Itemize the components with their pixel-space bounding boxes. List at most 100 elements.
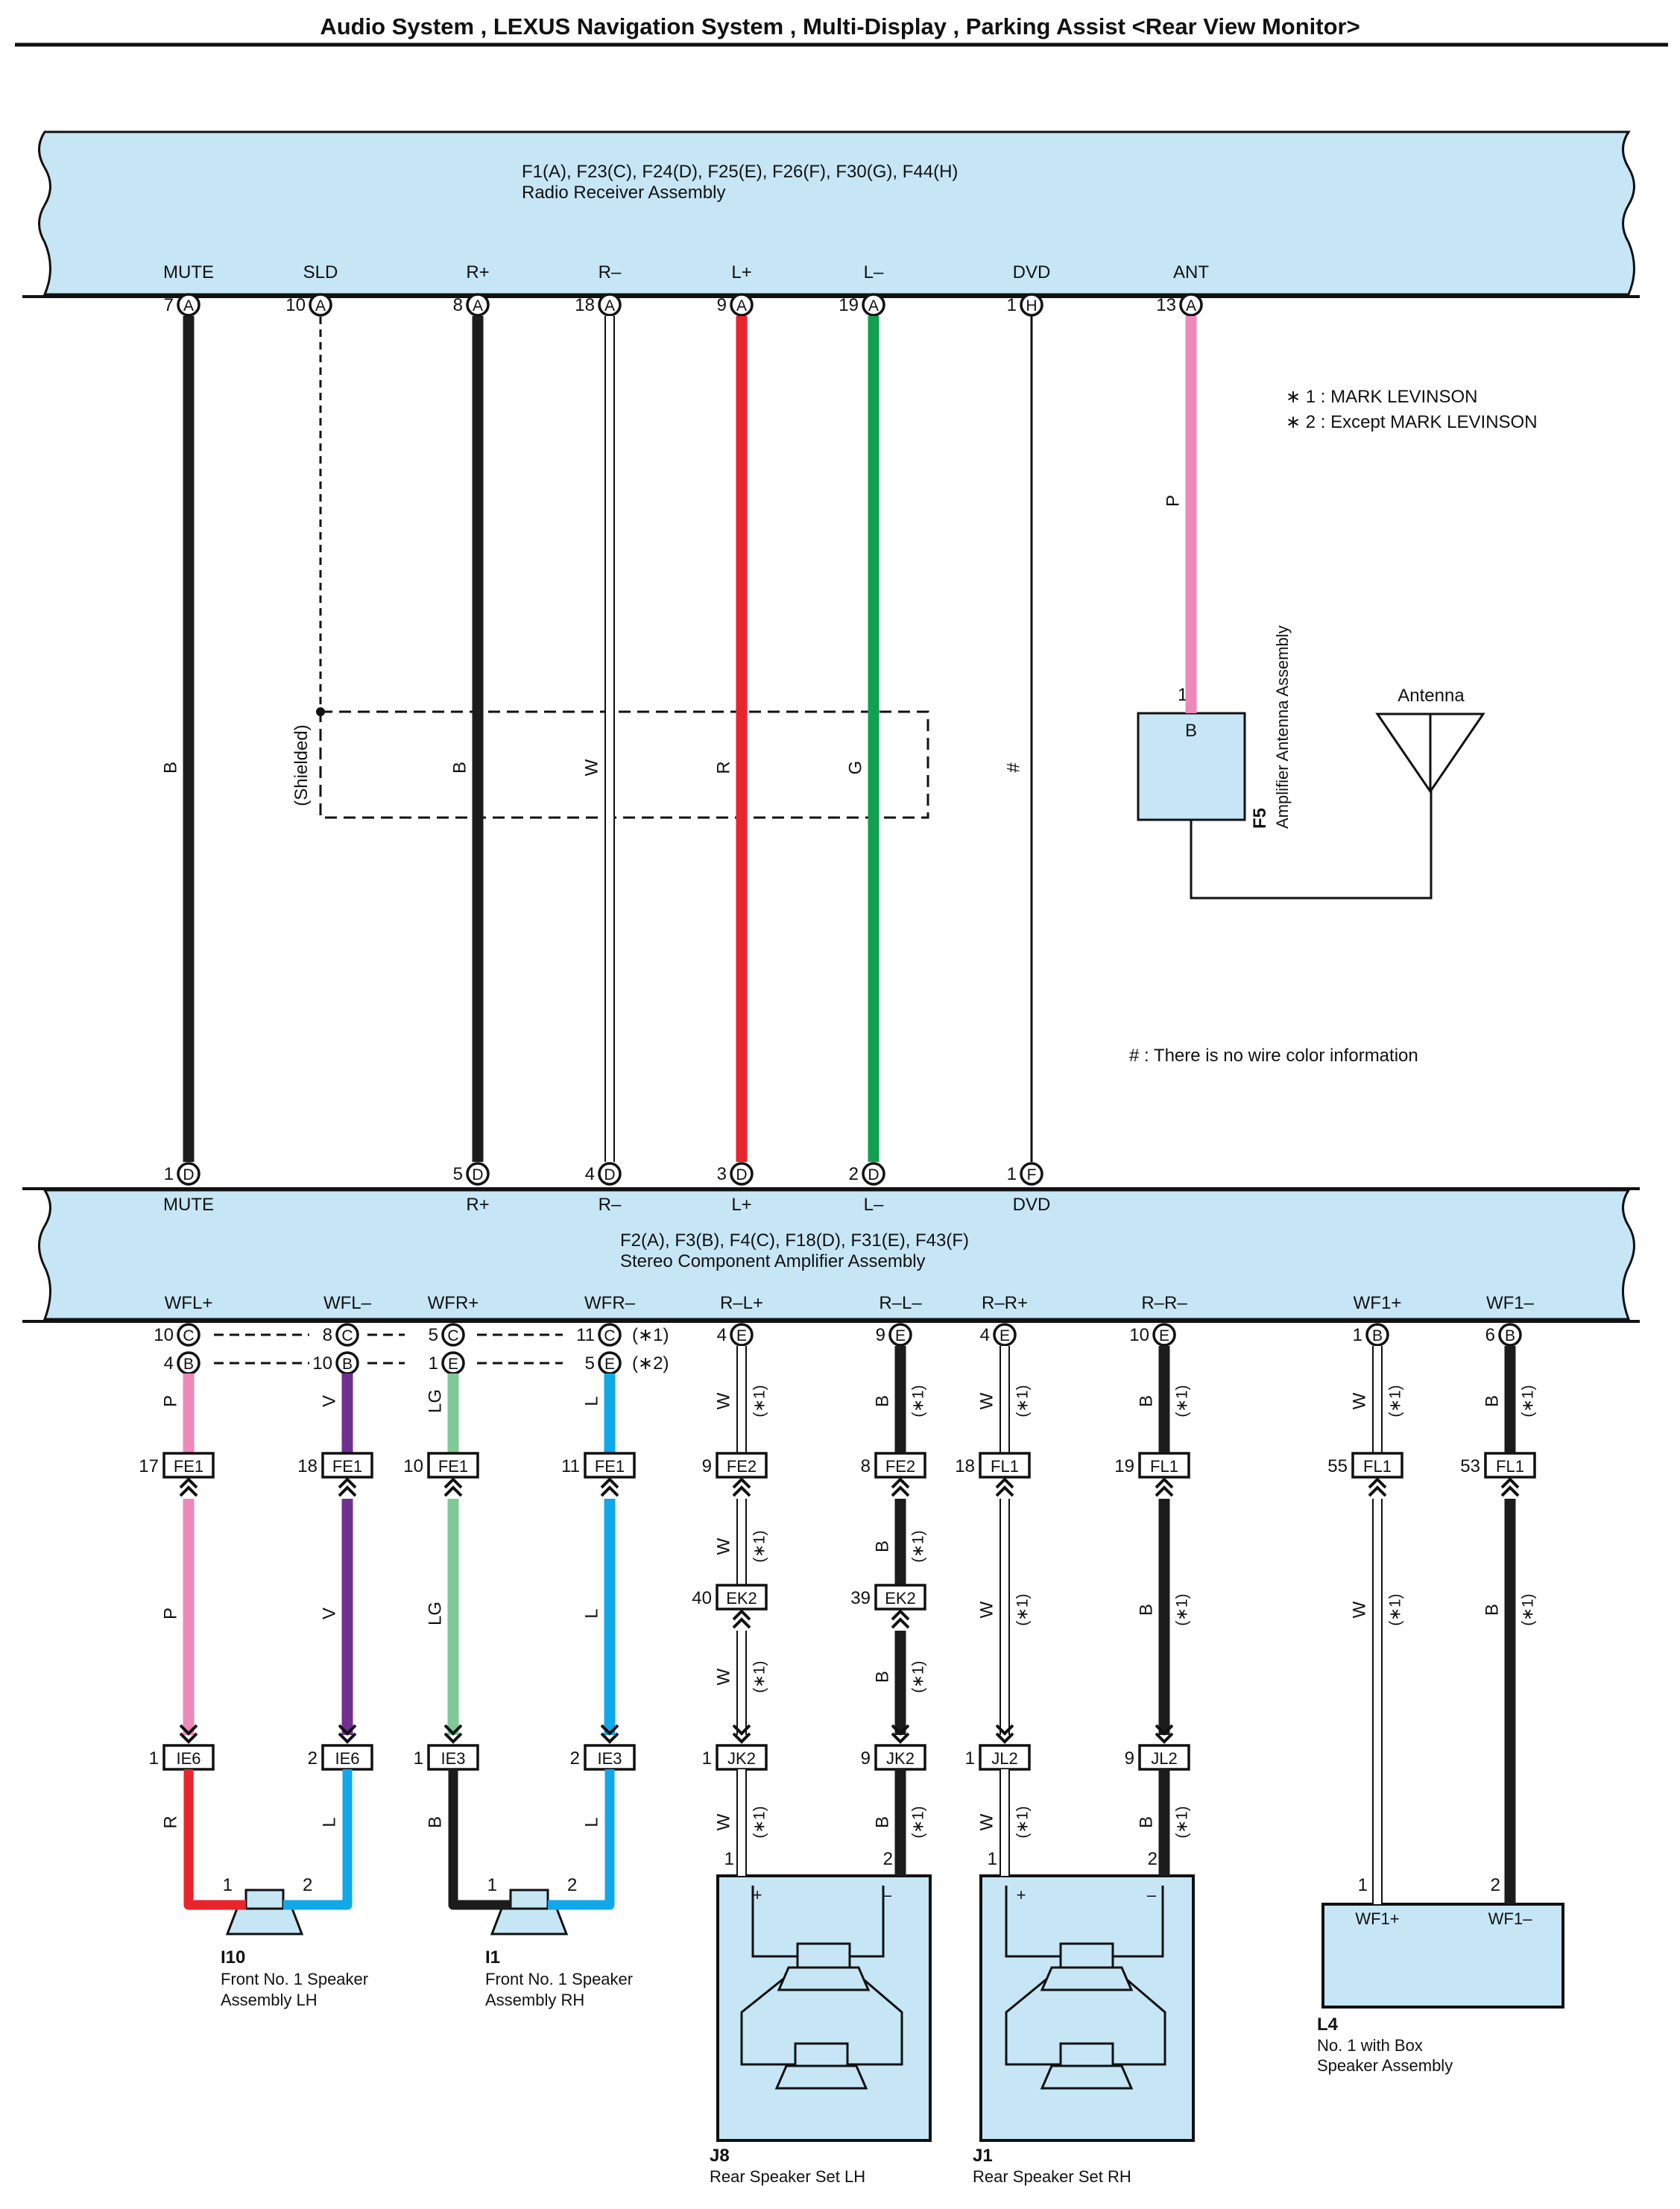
radio-pin-1-number: 10 [285, 295, 306, 315]
stereo-amplifier-panel: F2(A), F3(B), F4(C), F18(D), F31(E), F43… [38, 1189, 1635, 1321]
amp-pin-r1-6 [993, 1323, 1017, 1347]
chev-a-6-a [995, 1477, 1014, 1489]
radio-pin-1-letter: A [315, 297, 326, 315]
chev-c-7-b [1155, 1724, 1174, 1736]
conn-b-4 [716, 1584, 768, 1611]
antenna-label: Antenna [1398, 686, 1465, 706]
amp-bottom-terminal-5: R–L– [879, 1293, 922, 1313]
wire-color-b-0: P [161, 1608, 181, 1619]
amp-top-terminal-0: MUTE [163, 1195, 214, 1215]
amp-pin-r1-2-number: 5 [429, 1325, 438, 1345]
conn-a-7-code: FL1 [1150, 1457, 1178, 1476]
conn-a-9-number: 53 [1460, 1456, 1480, 1476]
chev-b-5-b [891, 1617, 910, 1629]
antenna-wire-color: P [1163, 495, 1184, 507]
amp-pin-r1-3-letter: C [604, 1327, 615, 1344]
conn-c-6 [979, 1744, 1031, 1771]
amp-top-terminal-3: L+ [731, 1195, 751, 1215]
i10-name-2: Assembly LH [221, 1991, 318, 2009]
i1-pin-1: 1 [487, 1875, 497, 1895]
amp-pin-r1-9 [1498, 1323, 1522, 1347]
radio-receiver-name: Radio Receiver Assembly [522, 183, 725, 203]
top-wire-color-2: W [582, 759, 602, 776]
page-title: Audio System , LEXUS Navigation System ,… [320, 13, 1360, 39]
lead-color-2: B [426, 1816, 446, 1828]
conn-a-6-number: 18 [955, 1456, 975, 1476]
wire-star-b-5: (∗1) [910, 1530, 927, 1562]
chev-c-0-a [179, 1732, 198, 1744]
amp-top-terminal-2: R– [599, 1195, 622, 1215]
conn-b-4-number: 40 [692, 1588, 712, 1608]
radio-pin-2-number: 8 [453, 295, 463, 315]
chev-a-9-a [1500, 1477, 1520, 1489]
amp-pin-r1-5-number: 9 [876, 1325, 885, 1345]
chev-a-2-a [443, 1477, 463, 1489]
wire-color-c-4: W [714, 1668, 734, 1685]
chev-b-4-b [732, 1617, 751, 1629]
radio-terminal-1: SLD [303, 262, 338, 282]
radio-pin-7 [1179, 293, 1203, 317]
amp-pin-r2-0-letter: B [183, 1356, 194, 1373]
sld-junction [316, 707, 325, 716]
radio-terminal-5: L– [864, 262, 884, 282]
l4-terminal-2: WF1– [1488, 1909, 1532, 1928]
radio-pin-0-number: 7 [164, 295, 174, 315]
conn-a-1-code: FE1 [332, 1457, 362, 1476]
wire-color-a-1: V [320, 1395, 340, 1407]
conn-a-9 [1484, 1452, 1536, 1479]
amp-bottom-terminal-8: WF1+ [1354, 1293, 1402, 1313]
amp-pin-r1-4-letter: E [736, 1327, 747, 1344]
shield-box [319, 710, 929, 819]
amp-bottom-terminal-9: WF1– [1486, 1293, 1535, 1313]
radio-pin-4-letter: A [736, 297, 747, 315]
amp-pin-r1-1 [335, 1323, 359, 1347]
radio-pin-5-number: 19 [839, 295, 859, 315]
conn-c-1 [321, 1744, 373, 1771]
conn-c-2-code: IE3 [440, 1749, 465, 1768]
top-wire-color-4: G [846, 761, 866, 775]
wire-color-a-6: W [977, 1392, 997, 1409]
l4-name-2: Speaker Assembly [1317, 2056, 1453, 2075]
lead-i1-1 [448, 1769, 511, 1910]
conn-a-9-code: FL1 [1496, 1457, 1524, 1476]
chev-a-8-a [1368, 1477, 1387, 1489]
chev-c-7-a [1155, 1732, 1174, 1744]
wire-star-c-4: (∗1) [751, 1660, 768, 1693]
amp-top-pin-1-letter: D [472, 1166, 483, 1183]
wire-star-d-5: (∗1) [910, 1806, 927, 1838]
chev-c-5-a [891, 1732, 910, 1744]
chev-c-6-b [995, 1724, 1014, 1736]
conn-c-3-number: 2 [570, 1748, 580, 1769]
conn-a-0 [162, 1452, 215, 1479]
amp-pin-r2-2-letter: E [448, 1356, 458, 1373]
conn-a-5 [874, 1452, 926, 1479]
radio-receiver-connectors: F1(A), F23(C), F24(D), F25(E), F26(F), F… [522, 162, 958, 182]
wire-color-a-4: W [714, 1392, 734, 1409]
amp-bottom-terminal-2: WFR+ [428, 1293, 479, 1313]
conn-a-8 [1351, 1452, 1403, 1479]
amp-pin-r1-5-letter: E [895, 1327, 906, 1344]
conn-c-3-code: IE3 [597, 1749, 622, 1768]
amp-pin-r1-8-number: 1 [1353, 1325, 1362, 1345]
conn-a-0-code: FE1 [174, 1457, 203, 1476]
amp-top-pin-5-letter: F [1027, 1166, 1037, 1183]
front-speaker-rh [490, 1889, 569, 1935]
conn-a-1 [321, 1452, 373, 1479]
wire-color-b-7: B [1137, 1604, 1157, 1616]
amp-pin-r1-9-letter: B [1505, 1327, 1515, 1344]
wire-star-b-6: (∗1) [1014, 1593, 1032, 1625]
i10-pin-2: 2 [303, 1875, 312, 1895]
radio-pin-3-number: 18 [575, 295, 595, 315]
amp-bottom-terminal-3: WFR– [584, 1293, 636, 1313]
wire-star-a-4: (∗1) [751, 1385, 768, 1417]
wire-star-b-8: (∗1) [1387, 1593, 1404, 1625]
radio-receiver-panel: F1(A), F23(C), F24(D), F25(E), F26(F), F… [38, 130, 1635, 296]
j8-plus: + [753, 1886, 762, 1904]
amp-pin-r1-0-letter: C [183, 1327, 194, 1344]
radio-pin-6 [1020, 293, 1043, 317]
j8-pin-2: 2 [883, 1849, 893, 1869]
i10-name-1: Front No. 1 Speaker [221, 1970, 368, 1988]
l4-pin-1: 1 [1358, 1875, 1368, 1895]
radio-terminal-6: DVD [1013, 262, 1051, 282]
